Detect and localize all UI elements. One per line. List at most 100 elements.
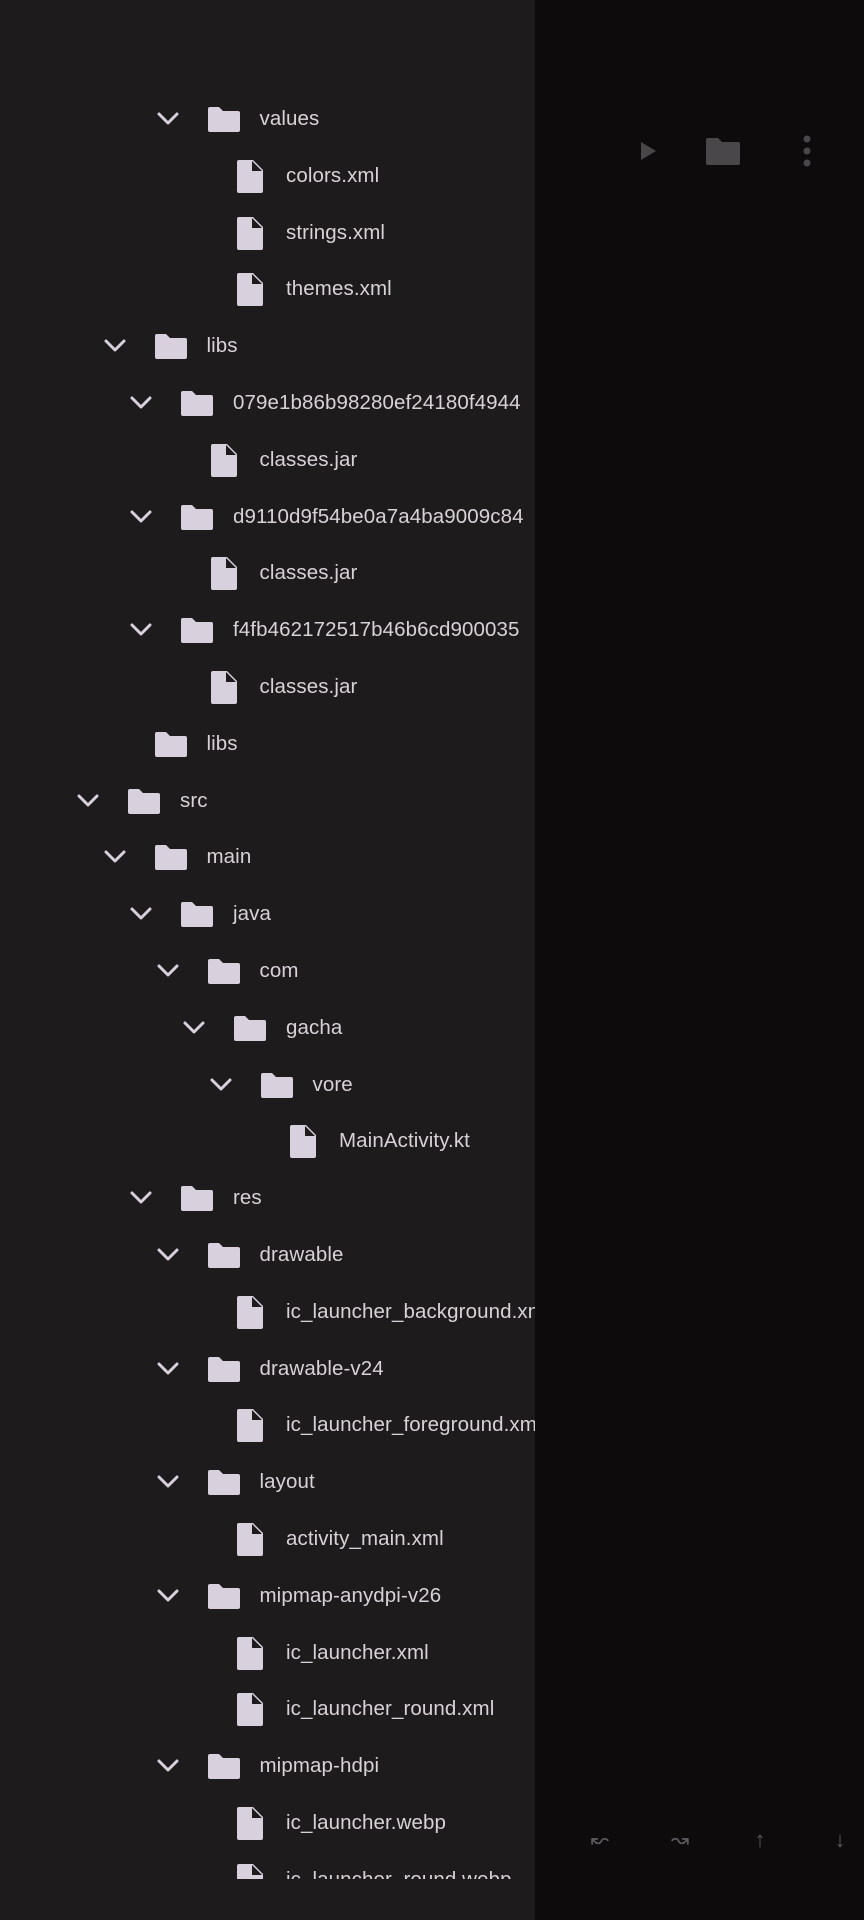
tree-item-label: src — [180, 788, 208, 812]
tree-item-label: main — [206, 845, 252, 869]
folder-icon — [153, 726, 189, 762]
tree-folder-row[interactable]: libs — [0, 716, 535, 773]
tree-file-row[interactable]: colors.xml — [0, 148, 535, 205]
editor-toolbar — [604, 128, 864, 174]
folder-icon — [206, 101, 242, 137]
tree-folder-row[interactable]: src — [0, 773, 535, 830]
tree-item-label: ic_launcher_round.xml — [286, 1697, 495, 1721]
tree-item-label: gacha — [286, 1015, 343, 1039]
folder-icon — [206, 1464, 242, 1500]
tree-item-label: libs — [206, 334, 238, 358]
tree-item-label: com — [259, 958, 299, 982]
file-icon — [232, 1691, 268, 1727]
tree-folder-row[interactable]: mipmap-hdpi — [0, 1738, 535, 1795]
tree-folder-row[interactable]: main — [0, 829, 535, 886]
tree-file-row[interactable]: ic_launcher_foreground.xml — [0, 1397, 535, 1454]
tree-file-row[interactable]: ic_launcher.webp — [0, 1795, 535, 1852]
more-vert-icon[interactable] — [784, 128, 830, 174]
arrow-up-key[interactable]: ↑ — [754, 1827, 766, 1852]
tree-item-label: strings.xml — [286, 220, 386, 244]
tree-folder-row[interactable]: drawable — [0, 1227, 535, 1284]
chevron-down-icon[interactable] — [154, 1582, 182, 1610]
tree-folder-row[interactable]: libs — [0, 318, 535, 375]
tree-folder-row[interactable]: f4fb462172517b46b6cd900035 — [0, 602, 535, 659]
file-icon — [232, 1805, 268, 1841]
tree-item-label: f4fb462172517b46b6cd900035 — [233, 618, 520, 642]
tree-item-label: res — [233, 1186, 262, 1210]
chevron-down-icon[interactable] — [127, 616, 155, 644]
chevron-down-icon[interactable] — [154, 1752, 182, 1780]
tree-item-label: classes.jar — [259, 561, 358, 585]
tree-folder-row[interactable]: d9110d9f54be0a7a4ba9009c84 — [0, 489, 535, 546]
tree-file-row[interactable]: activity_main.xml — [0, 1511, 535, 1568]
redo-key[interactable]: ↝ — [670, 1827, 690, 1852]
tree-file-row[interactable]: MainActivity.kt — [0, 1113, 535, 1170]
chevron-down-icon[interactable] — [127, 1184, 155, 1212]
file-icon — [206, 555, 242, 591]
tree-item-label: layout — [259, 1470, 315, 1494]
tree-file-row[interactable]: classes.jar — [0, 545, 535, 602]
arrow-down-key[interactable]: ↓ — [834, 1827, 846, 1852]
tree-item-label: colors.xml — [286, 163, 380, 187]
file-tree: values colors.xml strings.xml themes.xml lib… — [0, 91, 535, 1879]
chevron-down-icon[interactable] — [101, 332, 129, 360]
tree-item-label: d9110d9f54be0a7a4ba9009c84 — [233, 504, 524, 528]
tree-item-label: ic_launcher.webp — [286, 1810, 447, 1834]
chevron-down-icon[interactable] — [127, 389, 155, 417]
tree-file-row[interactable]: classes.jar — [0, 659, 535, 716]
tree-item-label: mipmap-anydpi-v26 — [259, 1583, 442, 1607]
play-icon[interactable] — [624, 128, 670, 174]
folder-icon — [126, 783, 162, 819]
tree-folder-row[interactable]: drawable-v24 — [0, 1341, 535, 1398]
tree-item-label: libs — [206, 731, 238, 755]
tree-file-row[interactable]: ic_launcher_round.webp — [0, 1852, 535, 1879]
tree-folder-row[interactable]: values — [0, 91, 535, 148]
folder-icon[interactable] — [700, 128, 746, 174]
chevron-down-icon[interactable] — [154, 1241, 182, 1269]
folder-icon — [206, 1748, 242, 1784]
file-tree-drawer: values colors.xml strings.xml themes.xml lib… — [0, 0, 535, 1920]
folder-icon — [232, 1010, 268, 1046]
chevron-down-icon[interactable] — [154, 1468, 182, 1496]
chevron-down-icon[interactable] — [207, 1071, 235, 1099]
tree-folder-row[interactable]: res — [0, 1170, 535, 1227]
file-icon — [232, 271, 268, 307]
tree-file-row[interactable]: classes.jar — [0, 432, 535, 489]
tree-item-label: activity_main.xml — [286, 1526, 444, 1550]
tree-file-row[interactable]: themes.xml — [0, 261, 535, 318]
file-icon — [232, 1294, 268, 1330]
folder-icon — [153, 328, 189, 364]
file-icon — [232, 215, 268, 251]
tree-folder-row[interactable]: layout — [0, 1454, 535, 1511]
chevron-down-icon[interactable] — [101, 843, 129, 871]
chevron-down-icon[interactable] — [154, 1355, 182, 1383]
file-icon — [285, 1123, 321, 1159]
chevron-down-icon[interactable] — [154, 957, 182, 985]
tree-file-row[interactable]: ic_launcher_round.xml — [0, 1681, 535, 1738]
tree-folder-row[interactable]: mipmap-anydpi-v26 — [0, 1568, 535, 1625]
tree-item-label: themes.xml — [286, 277, 392, 301]
file-icon — [232, 1862, 268, 1879]
tree-file-row[interactable]: ic_launcher.xml — [0, 1625, 535, 1682]
chevron-down-icon[interactable] — [127, 503, 155, 531]
folder-icon — [153, 839, 189, 875]
undo-key[interactable]: ↜ — [590, 1827, 610, 1852]
tree-item-label: ic_launcher.xml — [286, 1640, 429, 1664]
tree-folder-row[interactable]: com — [0, 943, 535, 1000]
chevron-down-icon[interactable] — [127, 900, 155, 928]
tree-file-row[interactable]: ic_launcher_background.xml — [0, 1284, 535, 1341]
tree-file-row[interactable]: strings.xml — [0, 205, 535, 262]
tree-item-label: classes.jar — [259, 447, 358, 471]
tree-item-label: java — [233, 902, 272, 926]
folder-icon — [206, 1578, 242, 1614]
chevron-down-icon[interactable] — [154, 105, 182, 133]
tree-folder-row[interactable]: 079e1b86b98280ef24180f4944 — [0, 375, 535, 432]
tree-folder-row[interactable]: java — [0, 886, 535, 943]
chevron-down-icon[interactable] — [180, 1014, 208, 1042]
chevron-down-icon[interactable] — [74, 787, 102, 815]
tree-folder-row[interactable]: vore — [0, 1057, 535, 1114]
tree-item-label: 079e1b86b98280ef24180f4944 — [233, 390, 521, 414]
file-icon — [206, 669, 242, 705]
tree-folder-row[interactable]: gacha — [0, 1000, 535, 1057]
